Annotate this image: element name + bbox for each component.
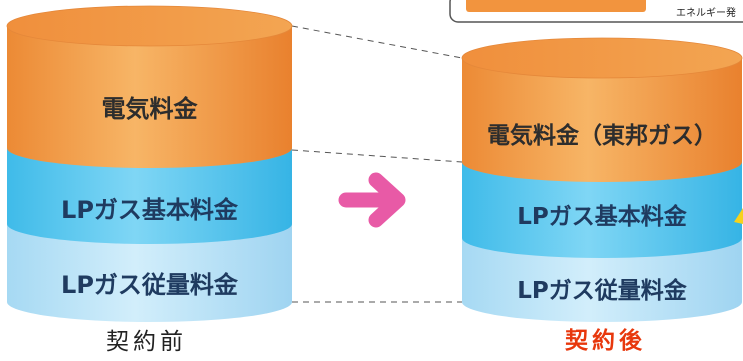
- before-base-layer: [7, 148, 292, 244]
- after-base-layer: [462, 162, 742, 258]
- guide-line-middle: [291, 149, 463, 163]
- before-base-label: LPガス基本料金: [61, 195, 238, 224]
- after-electric-label: 電気料金（東邦ガス）: [487, 123, 717, 149]
- after-caption: 契約後: [565, 328, 646, 354]
- before-caption: 契約前: [106, 329, 187, 355]
- before-top-ellipse: [6, 5, 293, 47]
- cylinder-after: [461, 37, 743, 322]
- before-electric-layer: [7, 26, 292, 168]
- transition-arrow-icon: [338, 172, 406, 228]
- cylinder-before: [6, 5, 293, 322]
- legend-box: [449, 0, 743, 23]
- before-usage-label: LPガス従量料金: [61, 270, 238, 299]
- before-electric-label: 電気料金: [101, 94, 198, 123]
- after-top-ellipse: [461, 37, 743, 79]
- legend-swatch: [466, 0, 646, 12]
- yellow-spark-mark: [734, 208, 743, 224]
- guide-line-top: [291, 25, 463, 59]
- legend-note: エネルギー発: [676, 8, 736, 19]
- after-usage-label: LPガス従量料金: [517, 278, 687, 304]
- after-electric-layer: [462, 58, 742, 182]
- after-usage-layer: [462, 238, 742, 322]
- after-base-label: LPガス基本料金: [517, 204, 687, 230]
- before-usage-layer: [7, 224, 292, 322]
